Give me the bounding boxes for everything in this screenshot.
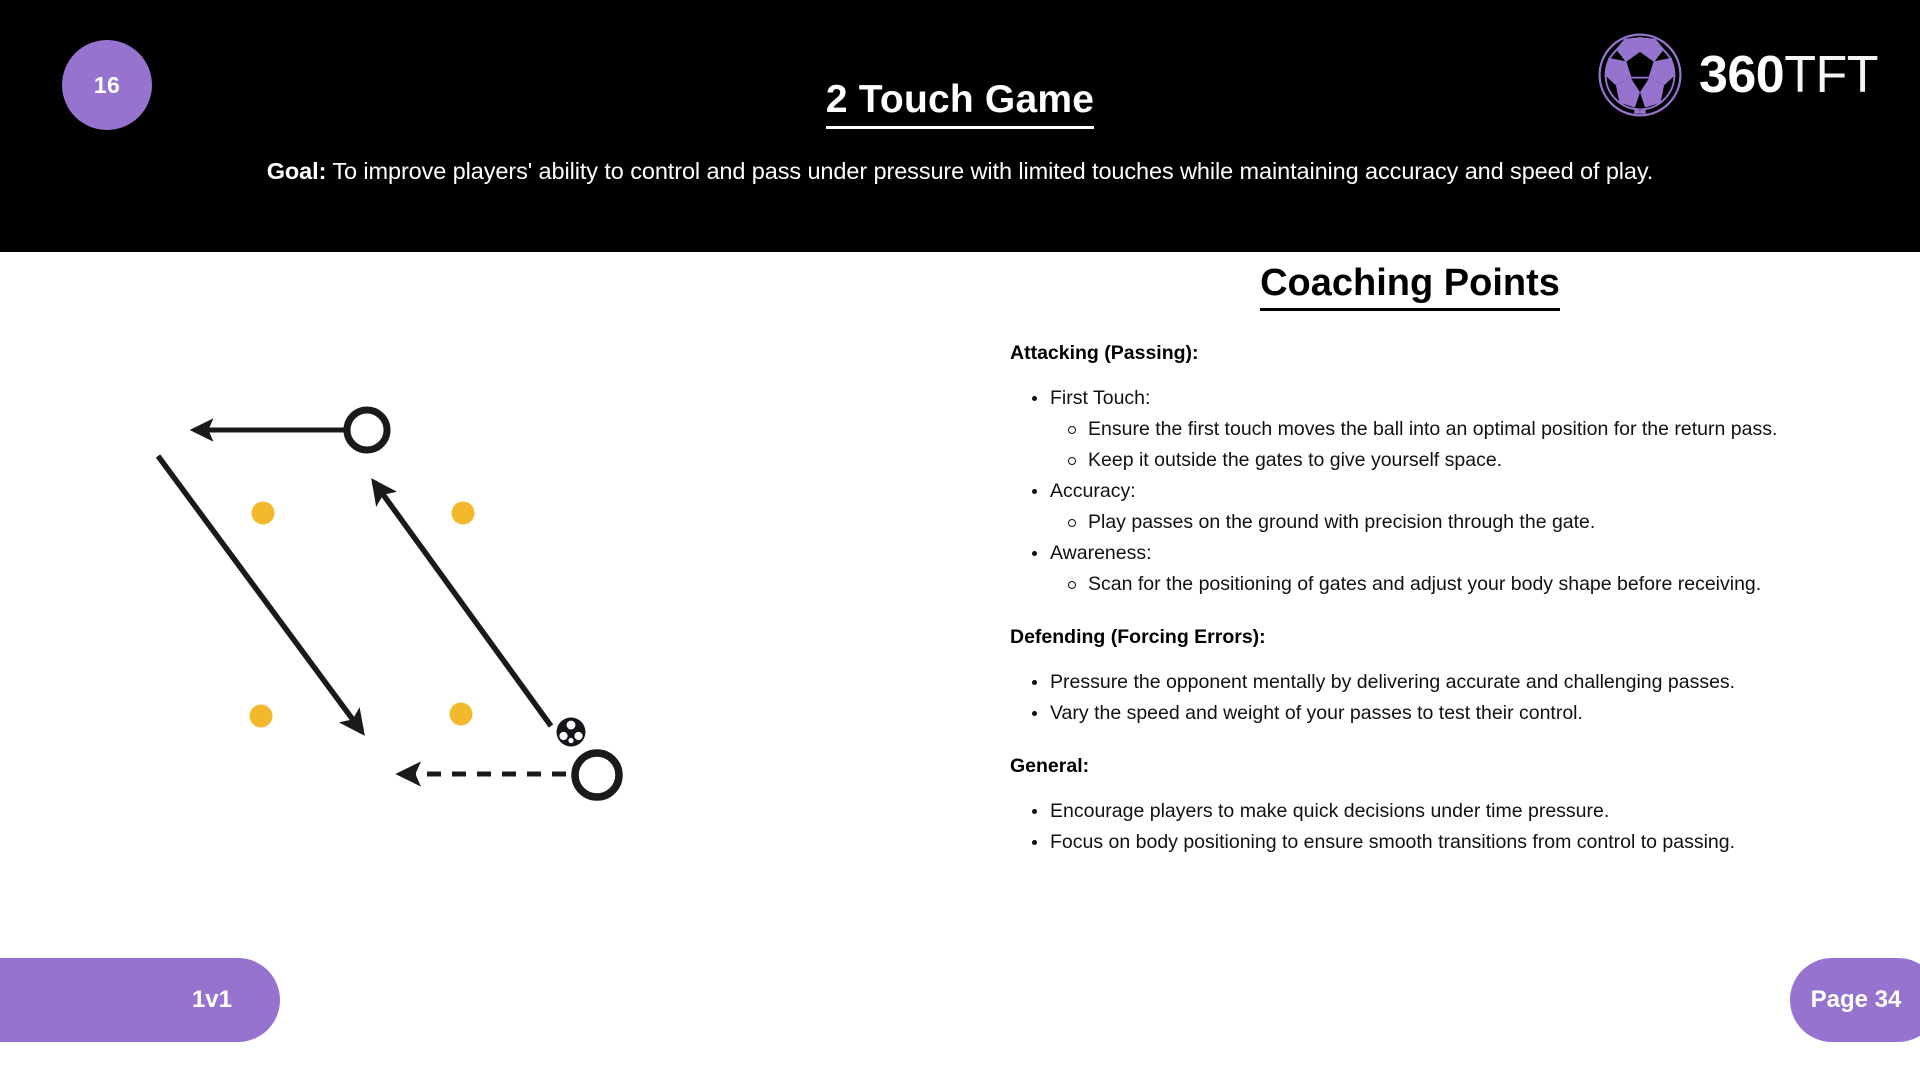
page-number-badge: Page 34 (1790, 958, 1920, 1042)
goal-label: Goal: (266, 158, 327, 184)
format-badge-text: 1v1 (191, 986, 232, 1013)
cone-top-right (451, 501, 475, 525)
soccer-ball-icon (1598, 33, 1682, 117)
cone-top-left (251, 501, 275, 525)
coaching-points-title: Coaching Points (960, 262, 1860, 311)
pass-arrow-diagonal-up (371, 478, 554, 728)
coaching-list: Pressure the opponent mentally by delive… (1010, 667, 1830, 729)
run-arrow-diagonal-down (155, 454, 365, 736)
coaching-list-item: Accuracy: Play passes on the ground with … (1010, 476, 1830, 538)
goal-text: To improve players' ability to control a… (332, 158, 1654, 184)
coaching-list-item: First Touch: Ensure the first touch moves… (1010, 383, 1830, 476)
cone-bottom-right (449, 702, 473, 726)
coaching-list-item-text: Focus on body positioning to ensure smoo… (1050, 831, 1736, 853)
coaching-list-item: Focus on body positioning to ensure smoo… (1010, 827, 1830, 858)
page-header: 16 2 Touch Game Goal: To improve players… (0, 0, 1920, 252)
coaching-sublist: Play passes on the ground with precision… (1050, 507, 1830, 538)
session-number-badge: 16 (62, 40, 152, 130)
coaching-sublist-item: Scan for the positioning of gates and ad… (1050, 569, 1830, 600)
coaching-list-item-text: Encourage players to make quick decision… (1050, 800, 1610, 822)
coaching-list: First Touch: Ensure the first touch moves… (1010, 383, 1830, 600)
coaching-points-panel: Coaching Points Attacking (Passing): Firs… (960, 252, 1920, 1080)
drill-diagram-panel (0, 252, 960, 1080)
drill-diagram (155, 406, 623, 801)
page-title: 2 Touch Game (0, 78, 1920, 129)
coaching-list-item-text: Accuracy: (1050, 480, 1136, 502)
page-number-text: Page 34 (1810, 986, 1902, 1013)
coaching-list-item: Pressure the opponent mentally by delive… (1010, 667, 1830, 698)
brand-wordmark: 360TFT (1698, 46, 1879, 104)
coaching-points-title-text: Coaching Points (1260, 262, 1560, 311)
cone-bottom-left (249, 704, 273, 728)
coaching-list-item-text: Awareness: (1050, 542, 1152, 564)
coaching-list-item-text: First Touch: (1050, 387, 1151, 409)
coaching-list-item: Encourage players to make quick decision… (1010, 796, 1830, 827)
brand-logo: 360TFT (1597, 32, 1878, 118)
format-badge: 1v1 (0, 958, 280, 1042)
ball-icon (556, 717, 586, 747)
brand-tft: TFT (1784, 46, 1878, 104)
goal-statement: Goal: To improve players' ability to con… (0, 158, 1920, 185)
coaching-section-heading: Defending (Forcing Errors): (1010, 626, 1266, 648)
coaching-section-heading: General: (1010, 755, 1090, 777)
coaching-section-heading: Attacking (Passing): (1010, 342, 1199, 364)
coaching-sublist-item: Ensure the first touch moves the ball in… (1050, 414, 1830, 445)
coaching-points-body: Attacking (Passing): First Touch: Ensure t… (1010, 342, 1830, 858)
coaching-list: Encourage players to make quick decision… (1010, 796, 1830, 858)
session-number-text: 16 (93, 71, 121, 98)
coaching-sublist: Ensure the first touch moves the ball in… (1050, 414, 1830, 476)
brand-360: 360 (1698, 46, 1785, 104)
coaching-list-item: Vary the speed and weight of your passes… (1010, 698, 1830, 729)
player-top (343, 406, 391, 454)
coaching-sublist-item: Keep it outside the gates to give yourse… (1050, 445, 1830, 476)
coaching-sublist-item: Play passes on the ground with precision… (1050, 507, 1830, 538)
coaching-list-item: Awareness: Scan for the positioning of ga… (1010, 538, 1830, 600)
player-bottom (571, 749, 623, 801)
coaching-list-item-text: Vary the speed and weight of your passes… (1050, 702, 1583, 724)
page-title-text: 2 Touch Game (825, 78, 1095, 129)
coaching-list-item-text: Pressure the opponent mentally by delive… (1050, 671, 1736, 693)
coaching-sublist: Scan for the positioning of gates and ad… (1050, 569, 1830, 600)
